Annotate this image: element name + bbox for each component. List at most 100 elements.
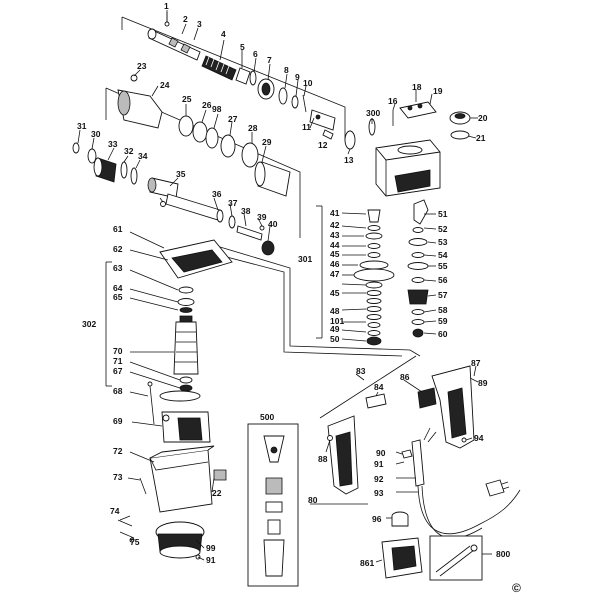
part-861-case [381, 537, 423, 579]
part-86-switch [417, 387, 437, 409]
power-plug [485, 479, 510, 497]
part-label-70: 70 [113, 346, 123, 356]
part-20-knob [449, 111, 471, 125]
part-label-500: 500 [260, 412, 274, 422]
part-500-kit-box [247, 423, 299, 587]
part-25-ring [178, 115, 194, 137]
part-84-brush-holder [365, 393, 387, 409]
part-35-crankshaft [147, 177, 221, 221]
part-label-99: 99 [206, 543, 216, 553]
part-label-98: 98 [212, 104, 222, 114]
part-label-64: 64 [113, 283, 123, 293]
part-label-301: 301 [298, 254, 312, 264]
part-label-37: 37 [228, 198, 238, 208]
part-label-92: 92 [374, 474, 384, 484]
part-6-ring [249, 70, 257, 86]
part-label-62: 62 [113, 244, 123, 254]
part-label-60: 60 [438, 329, 448, 339]
part-label-18: 18 [412, 82, 422, 92]
part-92-cable [411, 439, 521, 539]
part-8-washer [278, 87, 288, 105]
part-70-armature [173, 315, 199, 375]
part-87-screw [469, 377, 479, 383]
part-36-ring [216, 209, 224, 223]
leader-lines [77, 12, 478, 242]
part-301-bracket [316, 205, 323, 339]
part-9-circlip [291, 95, 299, 109]
part-label-89: 89 [478, 378, 488, 388]
part-89-handle-half [431, 365, 475, 449]
part-33-bearing [93, 157, 117, 183]
part-label-74: 74 [110, 506, 120, 516]
part-label-4: 4 [221, 29, 226, 39]
part-88-handle-left [327, 415, 359, 495]
part-label-45: 45 [330, 249, 340, 259]
part-label-30: 30 [91, 129, 101, 139]
part-label-861: 861 [360, 558, 374, 568]
part-label-35: 35 [176, 169, 186, 179]
part-90-clamp [401, 449, 413, 459]
part-68-screw [147, 381, 155, 425]
part-18-switch [392, 101, 437, 126]
part-label-31: 31 [77, 121, 87, 131]
spindle-assembly-frame [121, 16, 346, 140]
part-label-57: 57 [438, 290, 448, 300]
part-label-22: 22 [212, 488, 222, 498]
part-93-plug-wire [423, 427, 437, 443]
part-label-84: 84 [374, 382, 384, 392]
part-67-ring [179, 384, 193, 392]
part-31-ring [72, 142, 80, 154]
handle-leaders [325, 365, 492, 563]
part-28-ring [241, 142, 259, 168]
part-label-72: 72 [113, 446, 123, 456]
part-62-bearing-plate [159, 239, 233, 279]
part-label-10: 10 [303, 78, 313, 88]
part-24-cylinder [117, 74, 163, 129]
part-800-side-handle [429, 535, 483, 581]
part-302-bracket [105, 261, 112, 387]
part-label-27: 27 [228, 114, 238, 124]
part-label-71: 71 [113, 356, 123, 366]
part-label-87: 87 [471, 358, 481, 368]
part-label-61: 61 [113, 224, 123, 234]
part-7-collar [257, 78, 275, 100]
part-label-dup-91: 91 [206, 555, 216, 565]
part-label-26: 26 [202, 100, 212, 110]
part-74-screws [117, 519, 135, 539]
part-label-24: 24 [160, 80, 170, 90]
part-label-65: 65 [113, 292, 123, 302]
part-label-47: 47 [330, 269, 340, 279]
part-label-49: 49 [330, 324, 340, 334]
part-label-23: 23 [137, 61, 147, 71]
part-29-piston [254, 161, 291, 197]
gear-stack [353, 209, 395, 346]
part-label-28: 28 [248, 123, 258, 133]
part-label-69: 69 [113, 416, 123, 426]
part-label-5: 5 [240, 42, 245, 52]
part-label-6: 6 [253, 49, 258, 59]
part-label-12: 12 [318, 140, 328, 150]
part-label-46: 46 [330, 259, 340, 269]
part-label-11: 11 [302, 122, 311, 132]
part-label-20: 20 [478, 113, 488, 123]
part-34-ring [130, 167, 138, 185]
part-label-51: 51 [438, 209, 448, 219]
part-5-sleeve [235, 67, 251, 85]
part-27-ring [220, 134, 236, 158]
part-label-25: 25 [182, 94, 192, 104]
part-4-spring [201, 55, 237, 81]
part-label-16: 16 [388, 96, 398, 106]
part-40-bearing [261, 240, 275, 256]
part-label-63: 63 [113, 263, 123, 273]
part-label-48: 48 [330, 306, 340, 316]
part-label-96: 96 [372, 514, 382, 524]
part-label-80: 80 [308, 495, 318, 505]
part-83-handle-line [319, 355, 417, 419]
part-label-13: 13 [344, 155, 354, 165]
part-94-screw [461, 437, 467, 443]
wire-routing [199, 243, 421, 357]
part-label-50: 50 [330, 334, 340, 344]
